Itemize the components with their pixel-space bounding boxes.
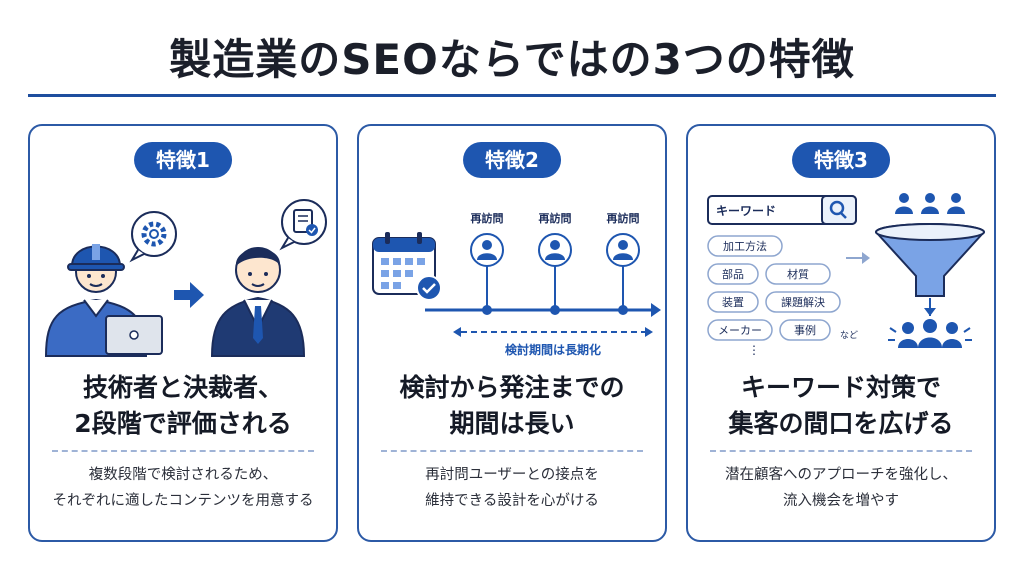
user-icon: 再訪問: [538, 211, 572, 315]
users-icon: [895, 193, 965, 214]
document-check-icon: [279, 199, 327, 251]
feature-description-2: 再討問ユーザーとの接点を 維持できる設計を心がける: [425, 467, 599, 509]
feature-card-3: 特徴3 キーワード 加工方法 部品 材質 装置 課題解決 メーカー: [686, 124, 996, 542]
feature-card-1: 特徴1: [28, 124, 338, 542]
gear-icon: [129, 211, 177, 263]
svg-text:装置: 装置: [722, 296, 744, 309]
svg-text:再訪問: 再訪問: [539, 211, 572, 225]
illustration-engineer-to-executive: [44, 199, 327, 357]
users-icon: [898, 319, 962, 348]
svg-text:加工方法: 加工方法: [723, 239, 767, 253]
svg-text:再訪問: 再訪問: [471, 211, 504, 225]
svg-text:⋮: ⋮: [748, 343, 760, 357]
tags-more: など: [840, 330, 858, 341]
search-box: キーワード: [707, 195, 857, 225]
feature-heading-1: 技術者と決裁者、 2段階で評価される: [74, 373, 292, 438]
svg-text:事例: 事例: [794, 323, 816, 337]
svg-text:メーカー: メーカー: [718, 324, 762, 337]
illustration-keyword-funnel: キーワード 加工方法 部品 材質 装置 課題解決 メーカー 事例 など ⋮: [707, 193, 985, 357]
svg-text:キーワード: キーワード: [716, 204, 776, 218]
funnel-icon: [875, 223, 985, 297]
feature-card-2: 特徴2 再訪問 再訪問: [357, 124, 667, 542]
dashed-divider: [52, 450, 314, 452]
dashed-divider: [381, 450, 643, 452]
illustration-revisit-timeline: 再訪問 再訪問 再訪問 検討期間は長: [372, 211, 661, 357]
arrow-right-icon: [174, 282, 204, 308]
dashed-divider: [710, 450, 972, 452]
feature-description-1: 複数段階で検討されるため、 それぞれに適したコンテンツを用意する: [52, 467, 314, 509]
svg-text:課題解決: 課題解決: [781, 295, 825, 309]
feature-badge-2: 特徴2: [463, 142, 561, 178]
feature-description-3: 潜在顧客へのアプローチを強化し、 流入機会を増やす: [725, 467, 957, 509]
span-arrow: [453, 327, 653, 337]
calendar-check-icon: [372, 232, 442, 301]
svg-text:材質: 材質: [787, 267, 809, 281]
feature-heading-2: 検討から発注までの 期間は長い: [399, 373, 625, 438]
engineer-icon: [44, 244, 163, 357]
businessman-icon: [210, 247, 306, 357]
search-icon: [829, 200, 847, 219]
keyword-tags: 加工方法 部品 材質 装置 課題解決 メーカー 事例 など ⋮: [707, 235, 858, 357]
user-icon: 再訪問: [470, 211, 504, 315]
user-icon: 再訪問: [606, 211, 640, 315]
feature-badge-3: 特徴3: [792, 142, 890, 178]
span-label: 検討期間は長期化: [505, 342, 601, 357]
title-underline: [28, 94, 996, 97]
svg-text:再訪問: 再訪問: [607, 211, 640, 225]
page-title: 製造業のSEOならではの3つの特徴: [169, 35, 855, 84]
feature-heading-3: キーワード対策で 集客の間口を広げる: [728, 373, 954, 438]
feature-badge-1: 特徴1: [134, 142, 232, 178]
svg-text:部品: 部品: [722, 267, 744, 281]
